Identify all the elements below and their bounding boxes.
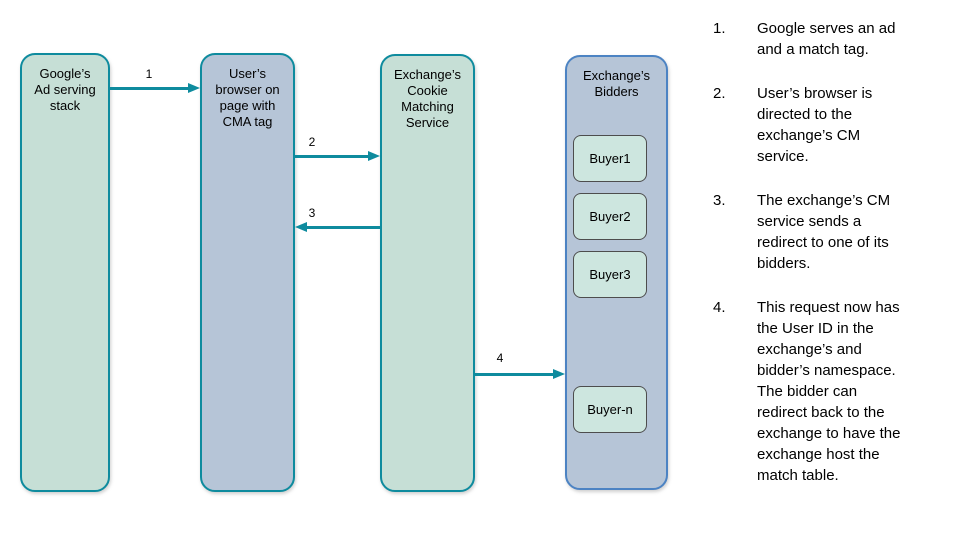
buyer-label: Buyer3 <box>589 267 631 282</box>
node-label: Google’s Ad serving stack <box>34 66 96 113</box>
arrow-4-line <box>475 373 553 376</box>
buyer-label: Buyer1 <box>589 151 631 166</box>
buyer-box-3: Buyer3 <box>573 251 647 298</box>
arrow-2-label: 2 <box>308 135 316 149</box>
arrow-4-head-icon <box>553 369 565 379</box>
arrow-3-line <box>307 226 380 229</box>
arrow-1-label: 1 <box>145 67 153 81</box>
node-label: User’s browser on page with CMA tag <box>215 66 280 129</box>
buyer-label: Buyer-n <box>587 402 633 417</box>
step-number: 4. <box>713 299 726 316</box>
list-item: 1. Google serves an ad and a match tag. <box>713 18 943 60</box>
buyer-label: Buyer2 <box>589 209 631 224</box>
list-item: 4. This request now has the User ID in t… <box>713 297 943 486</box>
node-exchange-cookie-matching-service: Exchange’s Cookie Matching Service <box>380 54 475 492</box>
steps-list: 1. Google serves an ad and a match tag. … <box>713 18 943 509</box>
node-label: Exchange’s Bidders <box>583 68 650 99</box>
arrow-4-label: 4 <box>496 351 504 365</box>
node-google-ad-serving-stack: Google’s Ad serving stack <box>20 53 110 492</box>
buyer-box-1: Buyer1 <box>573 135 647 182</box>
list-item: 2. User’s browser is directed to the exc… <box>713 83 943 167</box>
arrow-3-label: 3 <box>308 206 316 220</box>
buyer-box-2: Buyer2 <box>573 193 647 240</box>
arrow-1-head-icon <box>188 83 200 93</box>
arrow-1-line <box>110 87 188 90</box>
step-text: Google serves an ad and a match tag. <box>757 20 896 58</box>
arrow-2-head-icon <box>368 151 380 161</box>
step-number: 2. <box>713 85 726 102</box>
step-text: This request now has the User ID in the … <box>757 299 901 484</box>
node-label: Exchange’s Cookie Matching Service <box>394 67 461 130</box>
step-text: User’s browser is directed to the exchan… <box>757 85 873 165</box>
step-number: 1. <box>713 20 726 37</box>
arrow-3-head-icon <box>295 222 307 232</box>
step-number: 3. <box>713 192 726 209</box>
list-item: 3. The exchange’s CM service sends a red… <box>713 190 943 274</box>
buyer-box-n: Buyer-n <box>573 386 647 433</box>
arrow-2-line <box>295 155 368 158</box>
node-users-browser: User’s browser on page with CMA tag <box>200 53 295 492</box>
step-text: The exchange’s CM service sends a redire… <box>757 192 891 272</box>
